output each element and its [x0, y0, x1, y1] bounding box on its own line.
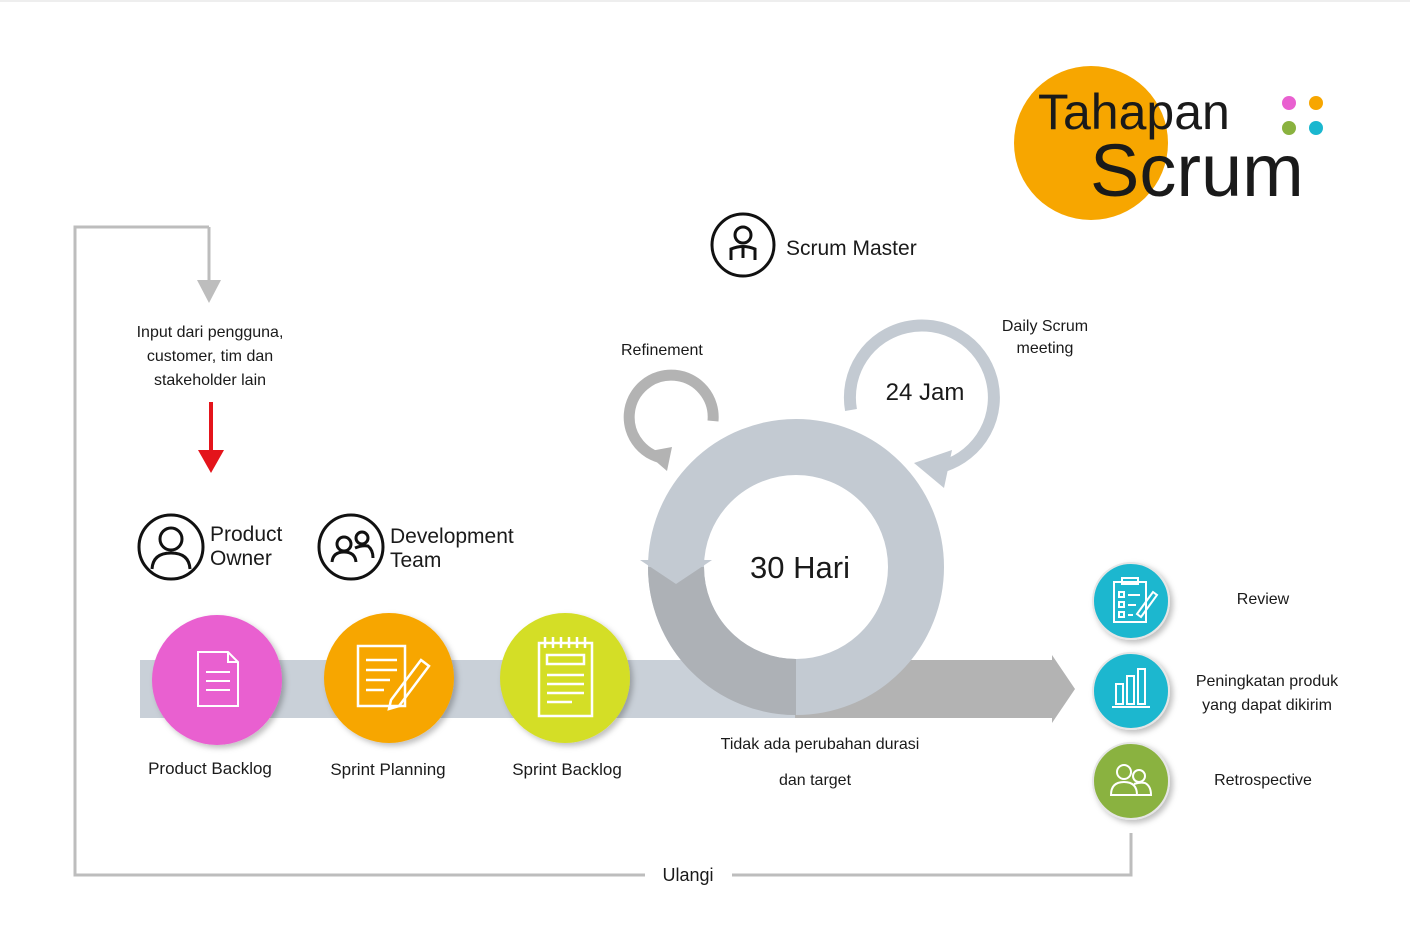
people-icon: [1109, 764, 1153, 796]
refinement-label: Refinement: [621, 342, 703, 359]
increment-line2: yang dapat dikirim: [1202, 697, 1332, 714]
daily-scrum-line2: meeting: [1016, 340, 1074, 357]
loop-arrowhead: [197, 280, 221, 303]
document-icon: [197, 651, 239, 707]
product-owner-line2: Owner: [210, 547, 272, 570]
increment-circle: [1092, 652, 1170, 730]
sprint-backlog-circle: [500, 613, 630, 743]
dot-orange: [1309, 96, 1323, 110]
dot-green: [1282, 121, 1296, 135]
daily-loop: [843, 319, 1000, 472]
review-circle: [1092, 562, 1170, 640]
product-owner-line1: Product: [210, 523, 283, 546]
red-arrow: [198, 402, 224, 473]
input-line3: stakeholder lain: [153, 372, 267, 389]
refinement-loop: [623, 369, 719, 465]
checklist-icon: [1113, 577, 1159, 623]
retrospective-circle: [1092, 742, 1170, 820]
output-label-retrospective: Retrospective: [1214, 772, 1312, 789]
scrum-master-icon: [710, 212, 776, 278]
development-team-icon: [317, 513, 385, 581]
input-source-text: Input dari pengguna, customer, tim dan s…: [110, 321, 310, 393]
notepad-icon: [537, 637, 594, 718]
development-team-line2: Team: [390, 549, 442, 572]
daily-scrum-line1: Daily Scrum: [1001, 318, 1089, 335]
note-line2: dan target: [778, 772, 852, 789]
dot-pink: [1282, 96, 1296, 110]
product-owner-icon: [137, 513, 205, 581]
repeat-loop-line: [73, 225, 1133, 877]
daily-duration-label: 24 Jam: [885, 379, 965, 406]
stage-label-sprint-backlog: Sprint Backlog: [512, 760, 622, 779]
bar-chart-icon: [1112, 668, 1150, 708]
title-line2: Scrum: [1090, 129, 1304, 212]
development-team-label: Development Team: [390, 525, 514, 573]
output-label-review: Review: [1236, 591, 1290, 608]
title-line1: Tahapan: [1038, 84, 1230, 140]
sprint-planning-circle: [324, 613, 454, 743]
scrum-master-label: Scrum Master: [786, 237, 917, 260]
stage-label-product-backlog: Product Backlog: [148, 759, 272, 778]
stage-label-sprint-planning: Sprint Planning: [330, 760, 446, 779]
sprint-duration-label: 30 Hari: [750, 550, 850, 585]
product-owner-label: Product Owner: [210, 523, 282, 571]
input-line1: Input dari pengguna,: [136, 324, 284, 341]
repeat-label: Ulangi: [662, 865, 714, 885]
output-label-increment: Peningkatan produk yang dapat dikirim: [1172, 670, 1362, 718]
input-line2: customer, tim dan: [146, 348, 274, 365]
sprint-cycle-arrowhead: [640, 560, 712, 584]
title-circle: [1014, 66, 1168, 220]
note-line1: Tidak ada perubahan durasi: [720, 736, 920, 753]
development-team-line1: Development: [390, 525, 514, 548]
daily-scrum-label: Daily Scrum meeting: [975, 316, 1115, 360]
increment-line1: Peningkatan produk: [1195, 673, 1339, 690]
dot-teal: [1309, 121, 1323, 135]
planning-pencil-icon: [356, 644, 431, 711]
